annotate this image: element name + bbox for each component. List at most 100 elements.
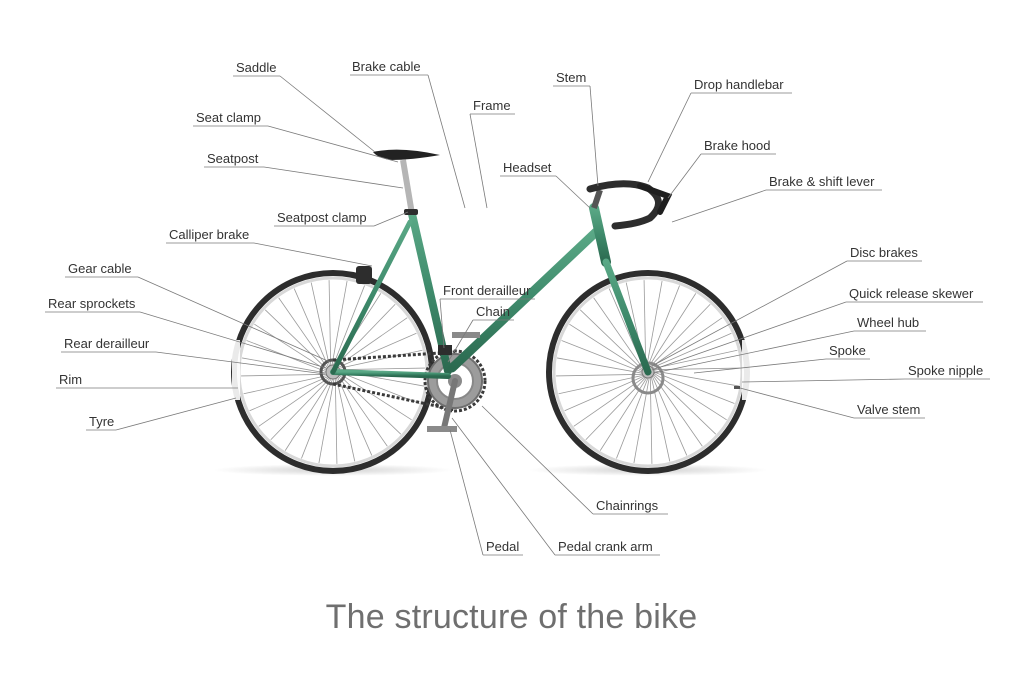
leader-line-calliper-brake bbox=[253, 242, 373, 267]
spoke bbox=[331, 281, 348, 367]
leader-line-pedal bbox=[449, 429, 484, 556]
spoke bbox=[338, 367, 425, 371]
leader-line-headset bbox=[555, 175, 591, 209]
seatpost-clamp bbox=[404, 209, 418, 215]
leader-line-wheel-hub bbox=[653, 330, 855, 374]
label-chainrings: Chainrings bbox=[596, 498, 659, 513]
spoke bbox=[653, 367, 740, 371]
spoke bbox=[337, 349, 423, 370]
label-calliper-brake: Calliper brake bbox=[169, 227, 250, 242]
leader-line-tyre bbox=[115, 397, 237, 431]
pedal-crank-arm bbox=[441, 378, 458, 431]
spoke bbox=[258, 376, 330, 427]
spoke bbox=[650, 303, 711, 367]
label-seatpost: Seatpost bbox=[207, 151, 259, 166]
leader-line-rear-sprockets bbox=[139, 311, 327, 369]
spoke bbox=[310, 282, 331, 368]
spoke bbox=[593, 297, 644, 369]
leader-line-disc-brakes bbox=[651, 260, 848, 367]
spoke bbox=[652, 349, 738, 370]
label-front-derailleur: Front derailleur bbox=[443, 283, 531, 298]
label-drop-handlebar: Drop handlebar bbox=[694, 77, 784, 92]
saddle bbox=[373, 149, 440, 160]
spoke bbox=[318, 377, 335, 463]
label-frame: Frame bbox=[473, 98, 511, 113]
label-chain: Chain bbox=[476, 304, 510, 319]
leader-lines bbox=[45, 74, 990, 556]
frame bbox=[330, 203, 652, 379]
pedal-bottom bbox=[427, 426, 457, 432]
leader-line-spoke-nipple bbox=[741, 378, 906, 383]
spoke bbox=[564, 375, 644, 412]
pedal-top bbox=[452, 332, 480, 338]
label-rear-sprockets: Rear sprockets bbox=[48, 296, 136, 311]
spoke bbox=[270, 377, 331, 441]
spoke bbox=[337, 375, 388, 447]
diagram-title: The structure of the bike bbox=[325, 598, 698, 636]
leader-line-stem bbox=[589, 85, 599, 187]
spoke bbox=[337, 332, 417, 369]
leader-line-valve-stem bbox=[739, 387, 855, 419]
front-rim-highlight bbox=[742, 340, 750, 400]
spoke bbox=[653, 371, 735, 404]
spoke bbox=[284, 377, 333, 451]
label-spoke: Spoke bbox=[829, 343, 866, 358]
spoke bbox=[643, 280, 647, 367]
leader-line-brake-cable bbox=[427, 74, 466, 209]
drop-handlebar bbox=[586, 180, 662, 230]
label-tyre: Tyre bbox=[89, 414, 115, 429]
spoke bbox=[646, 281, 663, 367]
spoke bbox=[651, 317, 723, 368]
label-rim: Rim bbox=[59, 372, 83, 387]
rear-rim-highlight bbox=[232, 340, 240, 400]
label-disc-brakes: Disc brakes bbox=[850, 245, 918, 260]
label-saddle: Saddle bbox=[236, 60, 277, 75]
spoke bbox=[561, 340, 643, 373]
chain-stay bbox=[330, 369, 451, 379]
label-rear-derailleur: Rear derailleur bbox=[64, 336, 150, 351]
spoke bbox=[332, 285, 365, 367]
spoke bbox=[653, 374, 717, 435]
leader-line-chainrings bbox=[481, 405, 594, 515]
label-gear-cable: Gear cable bbox=[68, 261, 132, 276]
leader-line-rear-derailleur bbox=[155, 351, 326, 375]
spoke bbox=[573, 376, 645, 427]
spoke bbox=[243, 374, 329, 395]
front-derailleur bbox=[438, 345, 452, 355]
spoke bbox=[335, 376, 356, 462]
leader-line-pedal-crank-arm bbox=[451, 417, 556, 556]
spoke bbox=[652, 332, 732, 369]
label-stem: Stem bbox=[556, 70, 587, 85]
spoke bbox=[278, 297, 329, 369]
spoke bbox=[650, 376, 671, 462]
leader-line-saddle bbox=[279, 75, 376, 153]
label-brake-cable: Brake cable bbox=[352, 59, 421, 74]
label-wheel-hub: Wheel hub bbox=[857, 315, 920, 330]
label-pedal: Pedal bbox=[486, 539, 520, 554]
spoke bbox=[335, 303, 396, 367]
head-tube bbox=[589, 203, 611, 267]
leader-line-drop-handlebar bbox=[647, 92, 692, 183]
spoke bbox=[338, 372, 412, 421]
spoke bbox=[653, 370, 739, 387]
seat-tube bbox=[408, 210, 452, 375]
spoke bbox=[301, 377, 334, 459]
leader-line-spoke bbox=[693, 358, 827, 374]
leader-line-front-derailleur bbox=[439, 298, 445, 349]
spoke bbox=[338, 371, 420, 404]
spoke bbox=[648, 293, 697, 367]
leader-line-quick-release-skewer bbox=[651, 301, 847, 371]
leader-line-chain bbox=[447, 319, 474, 363]
calliper-brake bbox=[356, 266, 372, 284]
label-pedal-crank-arm: Pedal crank arm bbox=[558, 539, 653, 554]
front-spokes bbox=[556, 280, 740, 464]
stem bbox=[591, 189, 603, 209]
label-seat-clamp: Seat clamp bbox=[196, 110, 262, 125]
spoke bbox=[557, 357, 643, 374]
brake-hood bbox=[637, 183, 673, 215]
seatpost bbox=[400, 159, 415, 215]
label-brake-shift-lever: Brake & shift lever bbox=[769, 174, 875, 189]
spoke bbox=[241, 373, 328, 377]
